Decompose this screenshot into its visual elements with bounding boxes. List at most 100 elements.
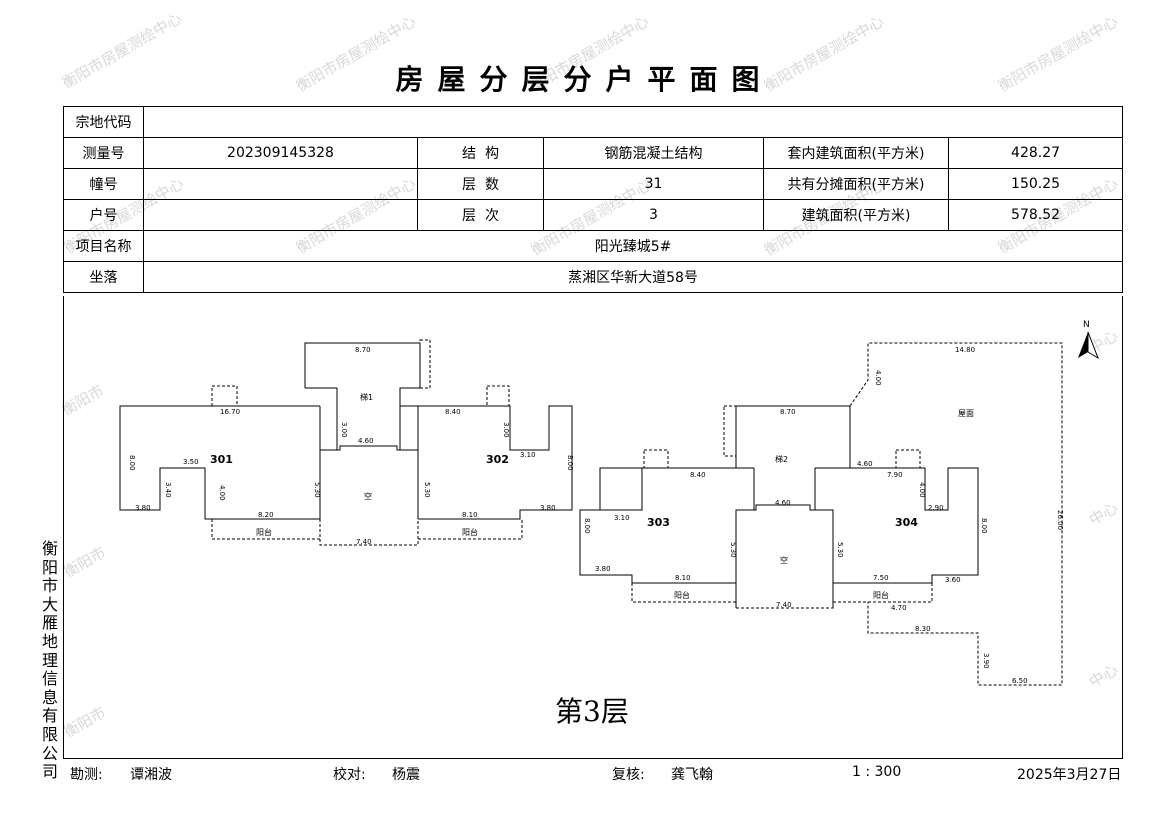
void-label: 空 xyxy=(364,491,372,501)
unit-label: 302 xyxy=(486,453,509,466)
building-value xyxy=(143,168,418,200)
dim-label: 8.30 xyxy=(915,625,931,633)
dim-label: 5.30 xyxy=(313,482,321,498)
shared-area-label: 共有分摊面积(平方米) xyxy=(763,168,949,200)
dim-label: 3.10 xyxy=(614,514,630,522)
dim-label: 3.00 xyxy=(340,422,348,438)
unit-301-outline xyxy=(119,405,320,520)
dim-label: 5.30 xyxy=(729,542,737,558)
dim-label: 3.10 xyxy=(520,451,536,459)
date-text: 2025年3月27日 xyxy=(1017,767,1122,783)
dim-label: 8.10 xyxy=(675,574,691,582)
inner-area-label: 套内建筑面积(平方米) xyxy=(763,137,949,169)
floors-label: 层 数 xyxy=(417,168,544,200)
checker-name: 杨震 xyxy=(392,767,420,783)
floors-value: 31 xyxy=(543,168,764,200)
unit-label: 303 xyxy=(647,516,670,529)
dim-label: 3.80 xyxy=(135,504,151,512)
unit-302-outline xyxy=(400,405,573,520)
info-table: 宗地代码 测量号 202309145328 结 构 钢筋混凝土结构 套内建筑面积… xyxy=(63,106,1124,293)
dim-label: 3.00 xyxy=(502,422,510,438)
scale-text: 1 : 300 xyxy=(852,764,902,780)
dim-label: 8.70 xyxy=(355,346,371,354)
dim-label: 4.60 xyxy=(358,437,374,445)
balcony-small-2 xyxy=(486,385,510,407)
dim-label: 26.00 xyxy=(1056,510,1064,530)
balcony-304 xyxy=(833,583,933,603)
side-char: 司 xyxy=(41,762,58,782)
dim-label: 4.60 xyxy=(775,499,791,507)
dim-label: 16.70 xyxy=(220,408,240,416)
page-title: 房屋分层分户平面图 xyxy=(395,63,774,96)
land-code-label: 宗地代码 xyxy=(63,106,144,138)
floor-label: 第3层 xyxy=(555,695,629,728)
dim-label: 7.40 xyxy=(356,538,372,546)
side-char: 限 xyxy=(41,724,58,744)
dim-label: 4.00 xyxy=(918,482,926,498)
total-area-value: 578.52 xyxy=(947,199,1124,231)
reviewer-name: 龚飞翰 xyxy=(671,767,713,783)
unit-value xyxy=(143,199,418,231)
balcony-small-4 xyxy=(895,449,921,469)
side-char: 信 xyxy=(41,669,58,689)
dim-label: 4.00 xyxy=(218,485,226,501)
dim-label: 5.30 xyxy=(423,482,431,498)
balcony-301 xyxy=(211,519,320,540)
side-char: 大 xyxy=(41,594,58,614)
side-char: 公 xyxy=(41,743,58,763)
north-label: N xyxy=(1083,320,1090,330)
floor-no-value: 3 xyxy=(543,199,764,231)
dim-label: 8.40 xyxy=(445,408,461,416)
balcony-label: 阳台 xyxy=(873,590,889,600)
dim-label: 7.40 xyxy=(776,601,792,609)
total-area-label: 建筑面积(平方米) xyxy=(763,199,949,231)
dim-label: 8.40 xyxy=(690,471,706,479)
dim-label: 8.00 xyxy=(128,455,136,471)
balcony-label: 阳台 xyxy=(462,527,478,537)
location-value: 蒸湘区华新大道58号 xyxy=(142,261,1124,293)
void-label: 空 xyxy=(780,555,788,565)
reviewer-label: 复核: xyxy=(612,767,645,783)
side-char: 理 xyxy=(41,650,58,670)
dim-label: 8.00 xyxy=(566,455,574,471)
dim-label: 8.70 xyxy=(780,408,796,416)
dim-label: 7.90 xyxy=(887,471,903,479)
side-char: 息 xyxy=(41,687,58,707)
balcony-small-3 xyxy=(643,449,669,469)
surveyor-name: 谭湘波 xyxy=(130,767,172,783)
dim-label: 3.80 xyxy=(540,504,556,512)
balcony-302 xyxy=(418,519,523,540)
side-char: 市 xyxy=(41,576,58,596)
dim-label: 2.90 xyxy=(928,504,944,512)
balcony-303 xyxy=(631,583,736,603)
dim-label: 3.60 xyxy=(945,576,961,584)
garden-label: 屋面 xyxy=(958,409,974,418)
dim-label: 6.50 xyxy=(1012,677,1028,685)
unit-304-outline xyxy=(815,467,979,584)
dim-label: 4.60 xyxy=(857,460,873,468)
side-char: 地 xyxy=(41,631,58,651)
dim-label: 4.70 xyxy=(891,604,907,612)
project-value: 阳光臻城5# xyxy=(142,230,1124,262)
north-arrow-icon xyxy=(1078,331,1099,360)
surveyor-label: 勘测: xyxy=(70,767,103,783)
side-char: 衡 xyxy=(41,539,58,558)
stair-label: 梯2 xyxy=(775,454,788,464)
dim-label: 3.40 xyxy=(164,482,172,498)
dim-label: 3.80 xyxy=(595,565,611,573)
dim-label: 5.30 xyxy=(836,542,844,558)
dim-label: 4.00 xyxy=(874,370,882,386)
unit-label: 304 xyxy=(895,516,918,529)
unit-label: 301 xyxy=(210,453,233,466)
dim-label: 3.50 xyxy=(183,458,199,466)
side-char: 有 xyxy=(41,706,58,726)
balcony-label: 阳台 xyxy=(256,527,272,537)
company-vertical-text: 衡 阳 市 大 雁 地 理 信 息 有 限 公 司 xyxy=(40,539,60,782)
floor-plan-frame xyxy=(63,296,1123,759)
side-char: 雁 xyxy=(41,613,58,633)
structure-value: 钢筋混凝土结构 xyxy=(543,137,764,169)
roof-garden-outline xyxy=(849,342,1063,686)
checker-label: 校对: xyxy=(333,767,366,783)
dim-label: 8.10 xyxy=(462,511,478,519)
